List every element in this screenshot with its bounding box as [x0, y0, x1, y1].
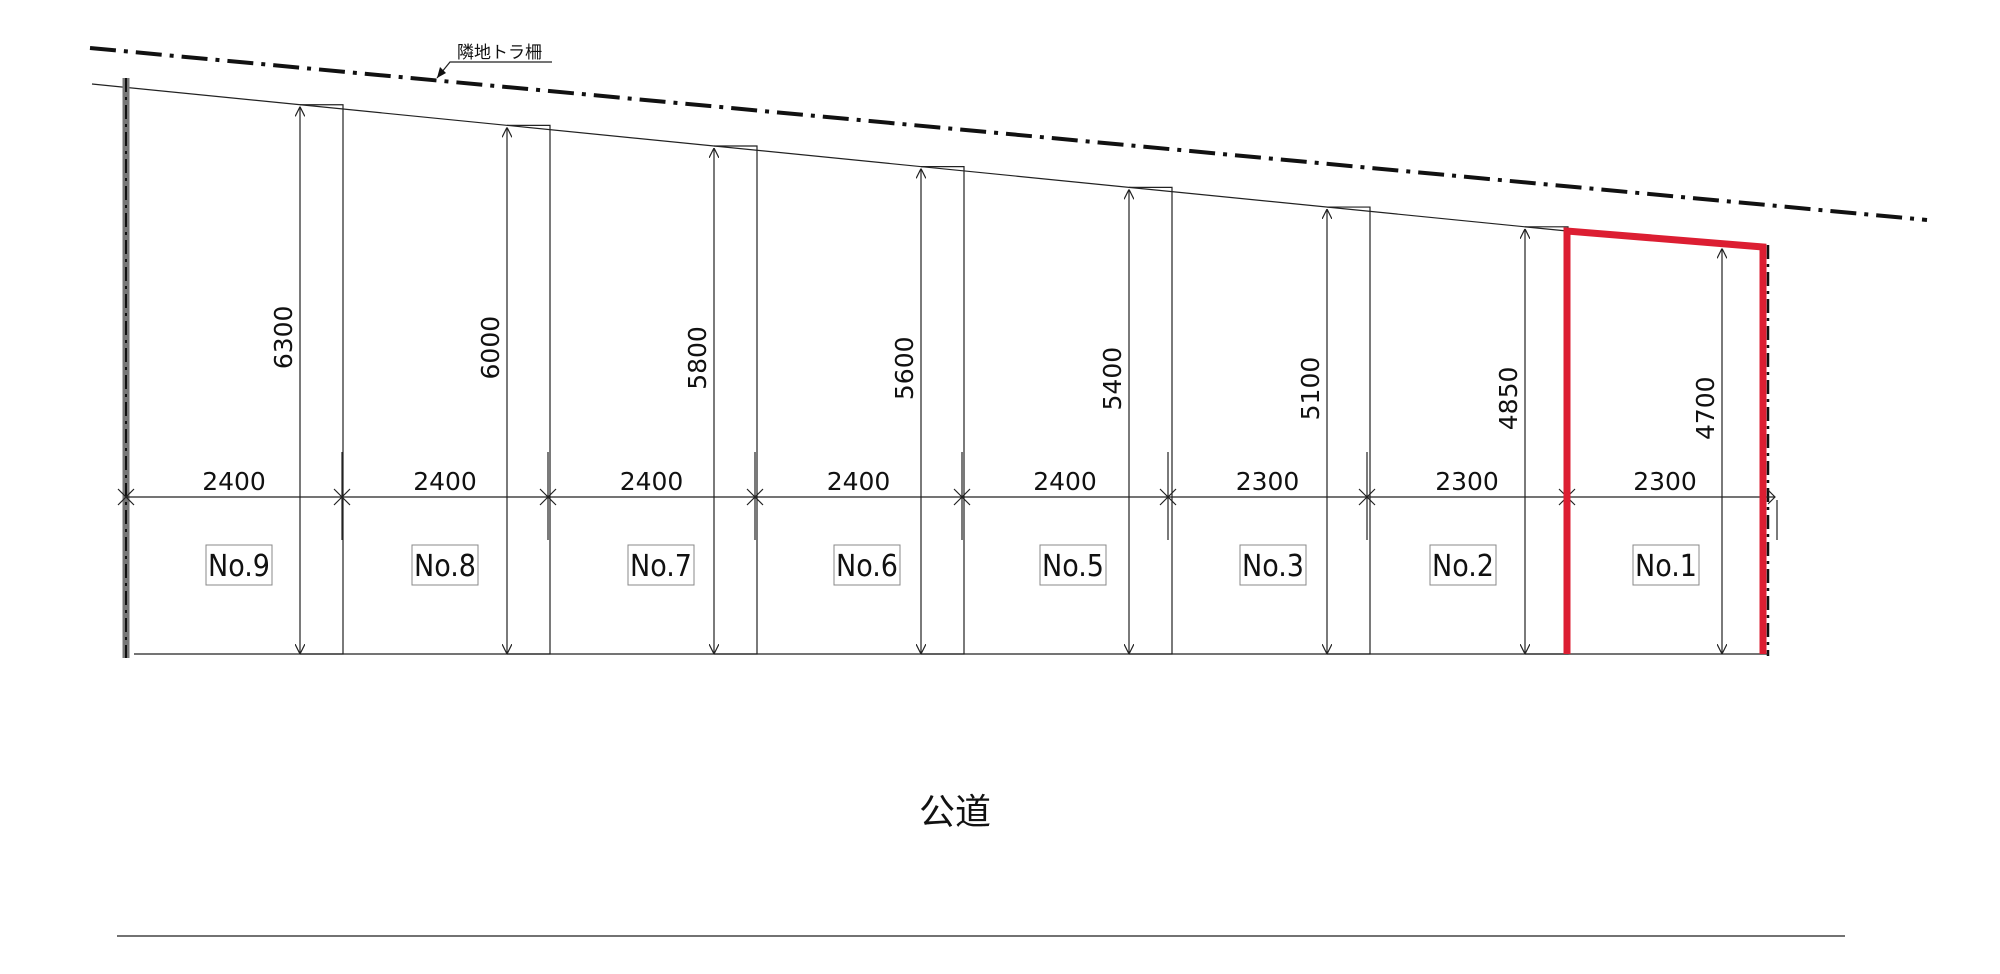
- lot-label: No.7: [630, 549, 692, 584]
- fence-label-leader: [436, 61, 552, 79]
- width-dimension-end-tick: [1767, 489, 1776, 505]
- lot-depth-dimension: 5100: [1296, 357, 1325, 421]
- lot-label: No.6: [836, 549, 898, 584]
- lot-label-box: [833, 544, 901, 586]
- lot-depth-extension-line: [1129, 186, 1173, 655]
- fence-leader-arrow: [437, 67, 446, 78]
- lot-depth-extension-line: [300, 104, 344, 655]
- dimension-cross-tick: [746, 488, 764, 506]
- lot-label-box: [1429, 544, 1497, 586]
- lot-no1-highlight-outline: [1563, 227, 1767, 654]
- lot-width-dimension: 2400: [620, 467, 684, 496]
- lot-label-box: [205, 544, 273, 586]
- lot-depth-dimension: 5800: [683, 326, 712, 390]
- lot-depth-extension-line: [1327, 206, 1371, 655]
- lot-depth-extension-line: [921, 166, 965, 655]
- lot-label: No.8: [414, 549, 476, 584]
- neighbor-fence-line: [89, 46, 1928, 222]
- lot-depth-extension-line: [507, 124, 551, 655]
- road-label: 公道: [919, 792, 991, 833]
- lot-label: No.1: [1635, 549, 1697, 584]
- lot-depth-dimension: 6000: [476, 316, 505, 380]
- lot-label: No.2: [1432, 549, 1494, 584]
- lot-label-box: [1632, 544, 1700, 586]
- lot-depth-dimension: 4850: [1494, 367, 1523, 431]
- lot-width-dimension: 2400: [827, 467, 891, 496]
- lot-label-box: [1039, 544, 1107, 586]
- lot-depth-dimension: 6300: [269, 306, 298, 370]
- lot-width-dimension: 2300: [1435, 467, 1499, 496]
- lot-width-dimension: 2300: [1236, 467, 1300, 496]
- lot-label-box: [1239, 544, 1307, 586]
- lot-depth-dimension: 5600: [890, 336, 919, 400]
- lot-width-dimension: 2400: [413, 467, 477, 496]
- lot-depth-extension-line: [1525, 226, 1569, 655]
- lot-depth-extension-line: [714, 145, 758, 655]
- lot-label: No.3: [1242, 549, 1304, 584]
- dimension-cross-tick: [1358, 488, 1376, 506]
- lot-width-dimension: 2300: [1633, 467, 1697, 496]
- lot-label: No.9: [208, 549, 270, 584]
- lot-width-dimension: 2400: [202, 467, 266, 496]
- lot-label: No.5: [1042, 549, 1104, 584]
- lot-depth-dimension: 4700: [1691, 376, 1720, 440]
- dimension-cross-tick: [333, 488, 351, 506]
- dimension-cross-tick: [1159, 488, 1177, 506]
- dimension-cross-tick: [953, 488, 971, 506]
- dimension-cross-tick: [539, 488, 557, 506]
- neighbor-fence-label: 隣地トラ柵: [457, 43, 542, 63]
- lot-depth-dimension: 5400: [1098, 347, 1127, 411]
- dimension-cross-tick: [117, 488, 135, 506]
- lot-width-dimension: 2400: [1033, 467, 1097, 496]
- back-boundary-line: [91, 83, 1568, 232]
- lot-label-box: [411, 544, 479, 586]
- lot-label-box: [627, 544, 695, 586]
